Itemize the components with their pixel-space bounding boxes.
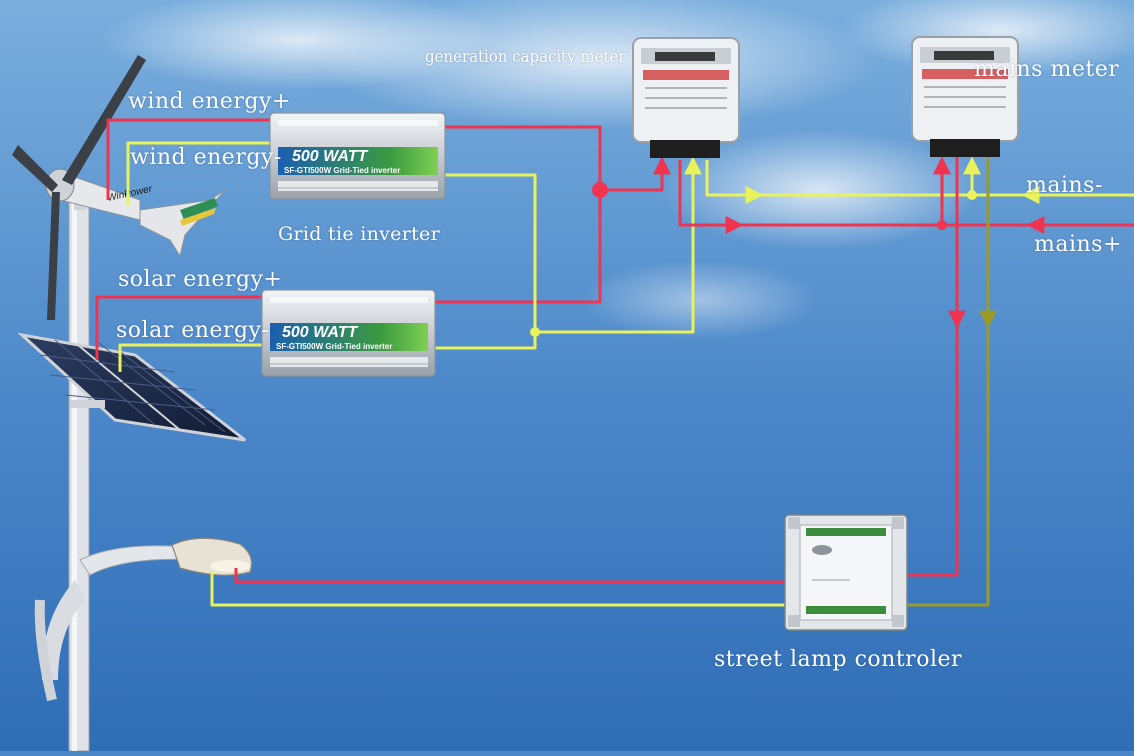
wire-wind-positive	[106, 118, 275, 200]
wire-lamp-negative	[210, 572, 790, 607]
wire-solar-positive	[95, 295, 265, 360]
wind-inverter-rating: 500 WATT	[292, 148, 368, 165]
label-solar-energy-plus: solar energy+	[118, 267, 283, 292]
label-solar-energy-minus: solar energy-	[116, 318, 270, 343]
label-mains-plus: mains+	[1034, 232, 1122, 257]
wire-gen-meter-negative-out	[705, 160, 764, 204]
wire-gen-meter-positive-in	[600, 156, 671, 192]
wires	[95, 118, 1134, 607]
solar-inverter-model: SF-GTI500W Grid-Tied inverter	[276, 342, 393, 351]
wire-inverter1-negative-out	[445, 173, 537, 332]
junction-negative-combine	[530, 327, 540, 337]
label-street-lamp-controller: street lamp controler	[714, 647, 963, 672]
junction-mains-negative	[967, 190, 977, 200]
wire-inverter2-positive-out	[432, 190, 602, 304]
lamp-head-icon	[171, 537, 253, 576]
mains-meter-icon	[911, 36, 1019, 157]
wind-inverter	[269, 112, 446, 200]
wire-solar-negative	[118, 343, 265, 372]
wind-turbine-icon	[12, 55, 226, 320]
solar-inverter-rating: 500 WATT	[282, 324, 358, 341]
junction-mains-positive	[937, 220, 947, 230]
wire-gen-meter-positive-out	[678, 160, 744, 234]
wire-controller-positive-in	[905, 320, 959, 577]
wire-gen-meter-negative-in	[535, 156, 702, 334]
solar-inverter	[261, 289, 436, 377]
wire-inverter1-positive-out	[442, 125, 602, 190]
wire-controller-neutral-in	[905, 320, 990, 607]
junction-dots	[530, 182, 977, 337]
label-mains-meter: mains meter	[974, 57, 1120, 82]
label-mains-minus: mains-	[1026, 173, 1103, 198]
label-grid-tie-inverter: Grid tie inverter	[278, 223, 440, 245]
wind-inverter-model: SF-GTI500W Grid-Tied inverter	[284, 166, 401, 175]
label-wind-energy-plus: wind energy+	[128, 89, 291, 114]
street-lamp-controller-icon	[784, 514, 908, 631]
label-generation-capacity-meter: generation capacity meter	[425, 47, 626, 67]
label-wind-energy-minus: wind energy-	[130, 145, 282, 170]
wire-lamp-positive	[234, 568, 790, 584]
wire-inverter2-negative-out	[432, 332, 537, 350]
wire-wind-negative	[126, 141, 275, 205]
generation-capacity-meter-icon	[632, 37, 740, 158]
junction-positive-combine	[592, 182, 608, 198]
